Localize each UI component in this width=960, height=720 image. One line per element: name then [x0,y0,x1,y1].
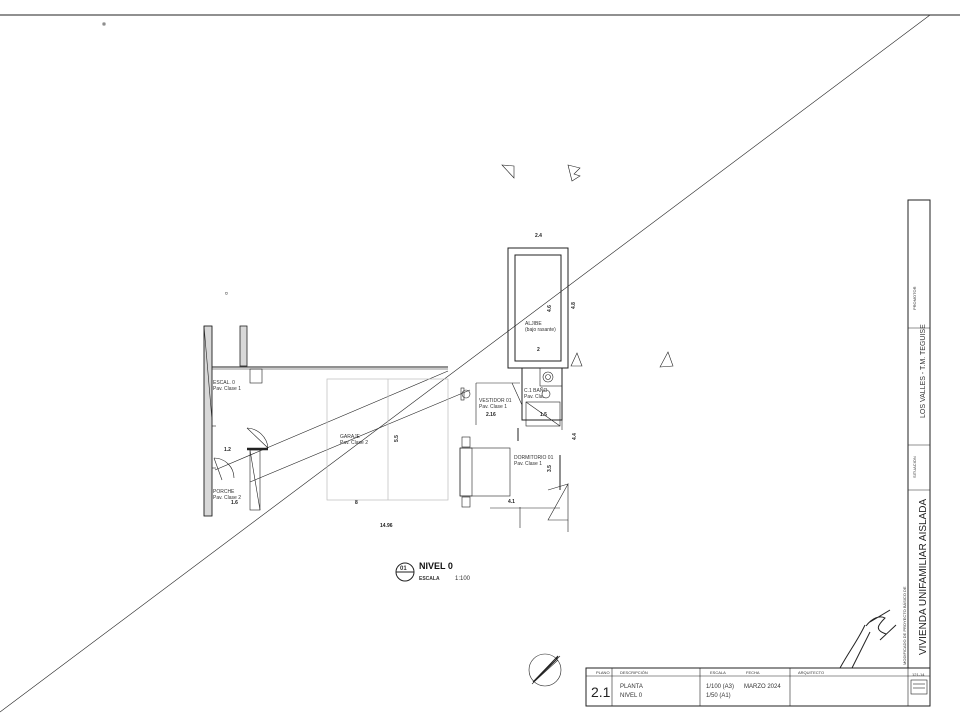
door-swing-1 [246,427,269,449]
aljibe-inner [514,254,562,362]
dim-vestidor: 2.16 [486,412,496,418]
triangle-mark-2 [567,164,581,182]
porche-name: PORCHE [213,489,235,495]
descripcion-line2: NIVEL 0 [620,693,643,699]
plano-number: 2.1 [591,684,611,700]
garaje-floor: Pav. Clase 2 [340,440,368,446]
dim-aljibe-height-a: 4.6 [547,305,553,312]
view-number: 01 [400,566,407,572]
aljibe-name: ALJIBE [525,321,542,327]
view-title: NIVEL 0 [419,561,453,571]
toilet-icon [542,371,554,383]
dim-right-height: 4.4 [572,433,578,440]
left-wall [203,325,213,517]
vestidor-floor: Pav. Clase 1 [479,404,507,410]
dim-dormitorio-height: 3.5 [547,465,553,472]
escal-floor: Pav. Clase 1 [213,386,241,392]
situacion-label: SITUACION [912,456,917,478]
promotor-label: PROMOTOR [912,286,917,310]
descripcion-line1: PLANTA [620,684,643,690]
svg-text:¤: ¤ [225,291,228,297]
logo-box [910,679,928,695]
dim-total-width: 14.96 [380,523,393,529]
porche-column [249,449,261,511]
triangle-mark-3 [659,351,674,368]
vestidor-name: VESTIDOR 01 [479,398,512,404]
diagonal-line-2 [214,370,449,471]
dim-bano: 1.5 [540,412,547,418]
dim-aljibe-height-b: 4.8 [571,302,577,309]
north-arrow-icon [532,655,559,683]
dim-porche-a: 1.2 [224,447,231,453]
bano-floor: Pav. Cla... [524,394,547,400]
header-arquitecto: ARQUITECTO [798,670,824,675]
header-plano: PLANO [596,670,610,675]
garaje-name: GARAJE [340,434,361,440]
sink-icon [541,389,551,399]
bed-icon [459,447,511,497]
header-escala: ESCALA [710,670,726,675]
column-top [239,325,248,367]
door-swing-2 [213,457,235,479]
diagonal-line-3 [249,389,471,483]
dim-aljibe-width: 2.4 [535,233,542,239]
header-fecha: FECHA [746,670,760,675]
left-wall-outline [203,325,213,517]
project-subtitle: MODIFICADO DE PROYECTO BÁSICO DE [902,586,907,665]
escal-name: ESCAL. 0 [213,380,235,386]
stair-triangle [547,482,569,521]
header-descripcion: DESCRIPCIÓN [620,670,648,675]
north-arrow-circle [528,653,562,687]
aljibe-detail: (bajo rasante) [525,327,556,333]
dim-garaje-width: 8 [355,500,358,506]
location-text: LOS VALLES - T.M. TEGUISE [920,324,927,418]
small-box [249,368,263,384]
diagonal-line [0,14,931,713]
view-scale: 1:100 [455,576,471,582]
dim-aljibe-bottom: 2 [537,347,540,353]
porche-floor: Pav. Clase 2 [213,495,241,501]
shower-tray [525,401,561,427]
title-block-code: 121-14 [912,672,925,677]
washbasin-icon [461,389,471,399]
escala-line2: 1/50 (A1) [706,693,731,699]
architect-signature [839,609,897,669]
escala-line1: 1/100 (A3) [706,684,734,690]
reference-mark [102,22,106,26]
triangle-mark-4 [570,352,583,367]
dim-garaje-height: 5.5 [394,435,400,442]
garaje-outline [326,378,449,501]
dim-dormitorio-width: 4.1 [508,499,515,505]
triangle-mark-1 [501,164,515,179]
title-block-horizontal [585,667,931,707]
fecha-text: MARZO 2024 [744,684,781,690]
dormitorio-floor: Pav. Clase 1 [514,461,542,467]
project-title: VIVIENDA UNIFAMILIAR AISLADA [918,499,929,655]
bano-name: C.1 BAÑO [524,387,547,394]
dim-porche-b: 1.6 [231,500,238,506]
view-scale-prefix: ESCALA [419,576,440,582]
dormitorio-name: DORMITORIO 01 [514,455,554,461]
